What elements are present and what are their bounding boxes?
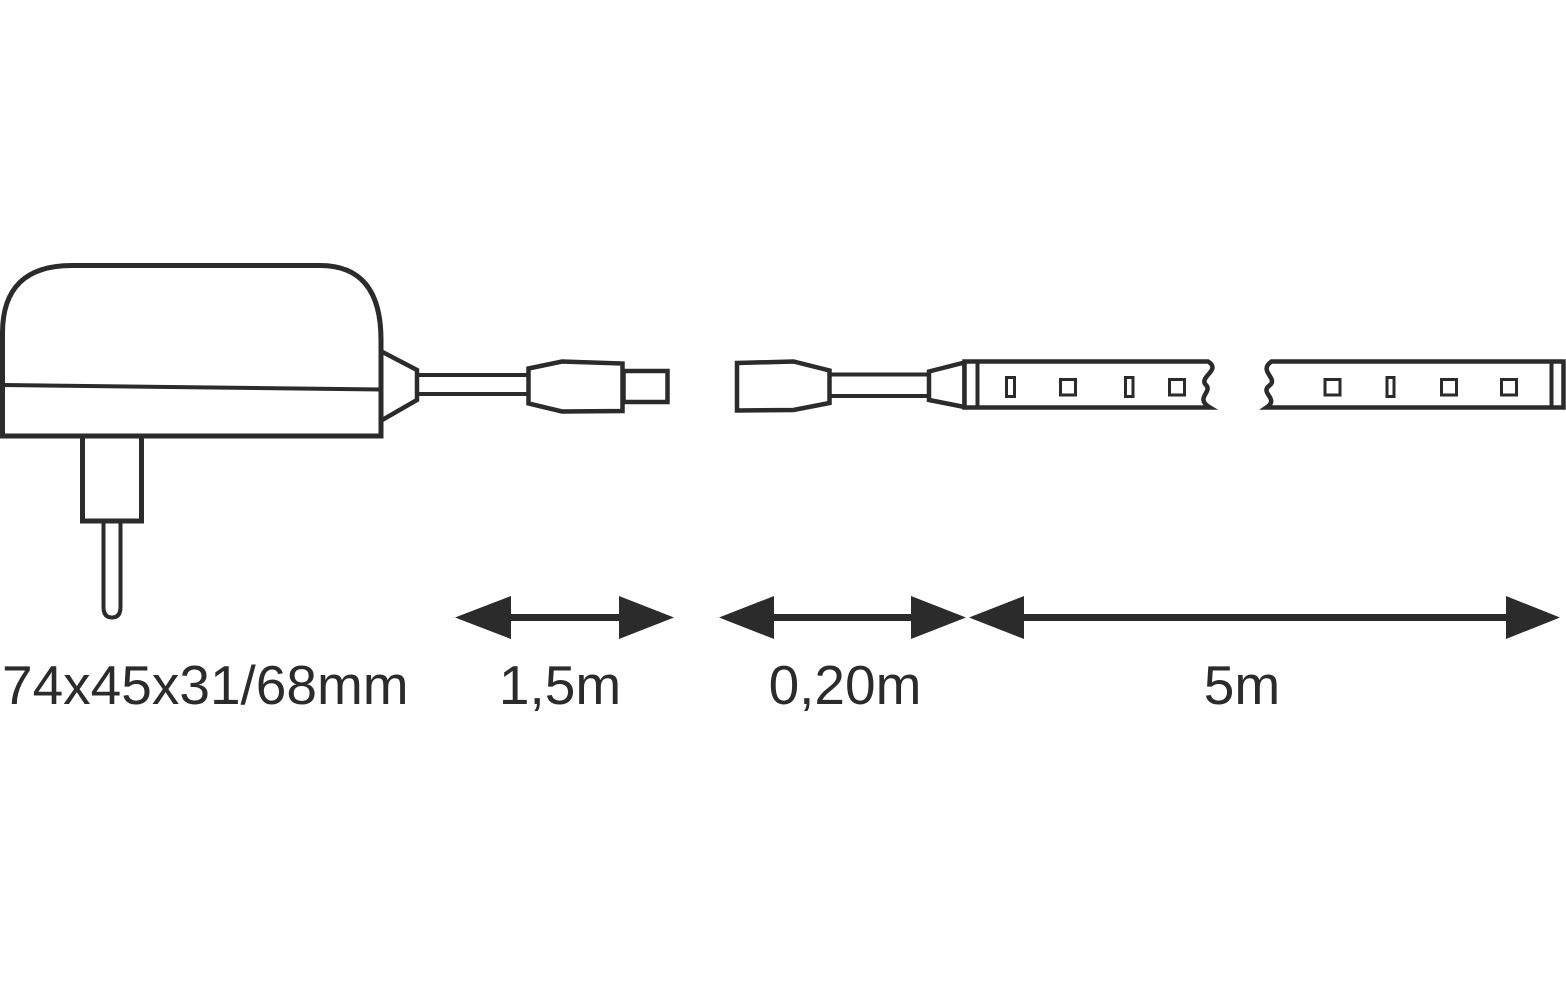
power-adapter-drawing (0, 263, 420, 620)
adapter-body (0, 263, 384, 439)
arrow-right-head-icon (911, 596, 966, 639)
strip-length-arrow (969, 596, 1560, 639)
led-chip (1124, 376, 1135, 398)
cable-length-arrow (455, 596, 674, 639)
led-strip-drawing (962, 359, 1566, 410)
led-chip (1168, 378, 1186, 397)
connector-cable-drawing (734, 359, 967, 413)
cable-length-label: 1,5m (499, 654, 621, 716)
arrow-right-head-icon (619, 596, 674, 639)
strip-length-label: 5m (1204, 654, 1280, 716)
strip-end-connector (926, 359, 967, 410)
adapter-seam-line (2, 383, 382, 392)
led-chip (1440, 378, 1458, 397)
led-strip-segment-2 (1259, 359, 1566, 410)
arrow-left-head-icon (455, 596, 511, 639)
led-chip (1323, 378, 1342, 397)
led-chip (1005, 376, 1016, 398)
supply-cable-drawing (415, 359, 670, 414)
arrow-left-head-icon (719, 596, 774, 639)
dc-plug-body (526, 359, 625, 414)
arrow-left-head-icon (969, 596, 1024, 639)
dc-plug-barrel (621, 368, 670, 405)
dimension-labels: 74x45x31/68mm 1,5m 0,20m 5m (2, 654, 1280, 716)
dimension-arrows (455, 596, 1560, 639)
led-chip (1059, 378, 1077, 397)
led-chip (1385, 376, 1396, 398)
arrow-right-head-icon (1506, 596, 1560, 639)
adapter-plug-pin (101, 519, 123, 620)
led-strip-segment-1 (962, 359, 1219, 410)
led-chip (1500, 378, 1518, 397)
dc-socket-body (734, 359, 832, 413)
adapter-strain-relief (378, 347, 420, 425)
connector-length-label: 0,20m (769, 654, 922, 716)
adapter-dimensions-label: 74x45x31/68mm (2, 654, 409, 716)
adapter-plug-base (80, 433, 144, 524)
connector-length-arrow (719, 596, 966, 639)
